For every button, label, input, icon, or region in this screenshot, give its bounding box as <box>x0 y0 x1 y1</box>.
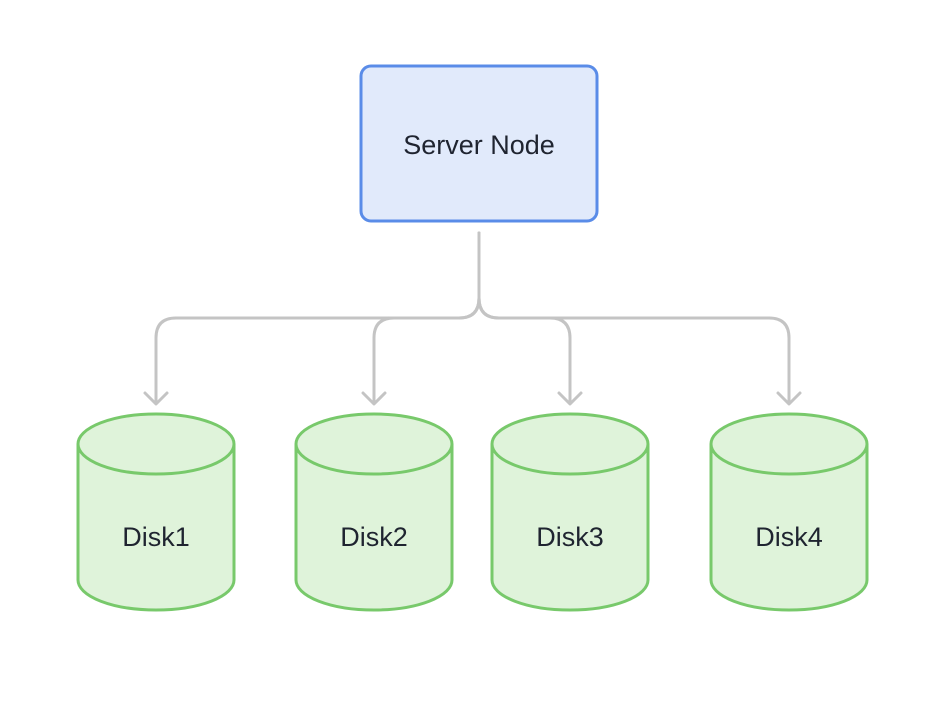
disk-4[interactable] <box>709 412 869 612</box>
disk-cylinder-body <box>709 412 869 612</box>
disk-cylinder-rim <box>709 443 869 476</box>
disk-4-label: Disk4 <box>755 522 823 552</box>
disk-3[interactable] <box>490 412 650 612</box>
connector-disk2 <box>372 231 481 405</box>
arrowhead-disk3 <box>557 391 583 406</box>
disk-cylinder-body <box>294 412 454 612</box>
server-node-label: Server Node <box>403 130 555 160</box>
disk-2[interactable] <box>294 412 454 612</box>
disk-cylinder-rim <box>294 443 454 476</box>
disk-1[interactable] <box>76 412 236 612</box>
disk-cylinder-body <box>76 412 236 612</box>
arrowhead-disk2 <box>361 391 387 406</box>
arrowhead-disk4 <box>776 391 802 406</box>
disk-cylinder-rim <box>490 443 650 476</box>
disk-3-label: Disk3 <box>536 522 604 552</box>
connector-disk4 <box>477 231 791 405</box>
disk-cylinder-body <box>490 412 650 612</box>
connectors <box>143 231 802 406</box>
disk-1-label: Disk1 <box>122 522 190 552</box>
server-node-box[interactable] <box>359 64 599 223</box>
disk-2-label: Disk2 <box>340 522 408 552</box>
disk-cylinder-rim <box>76 443 236 476</box>
arrowhead-disk1 <box>143 391 169 406</box>
